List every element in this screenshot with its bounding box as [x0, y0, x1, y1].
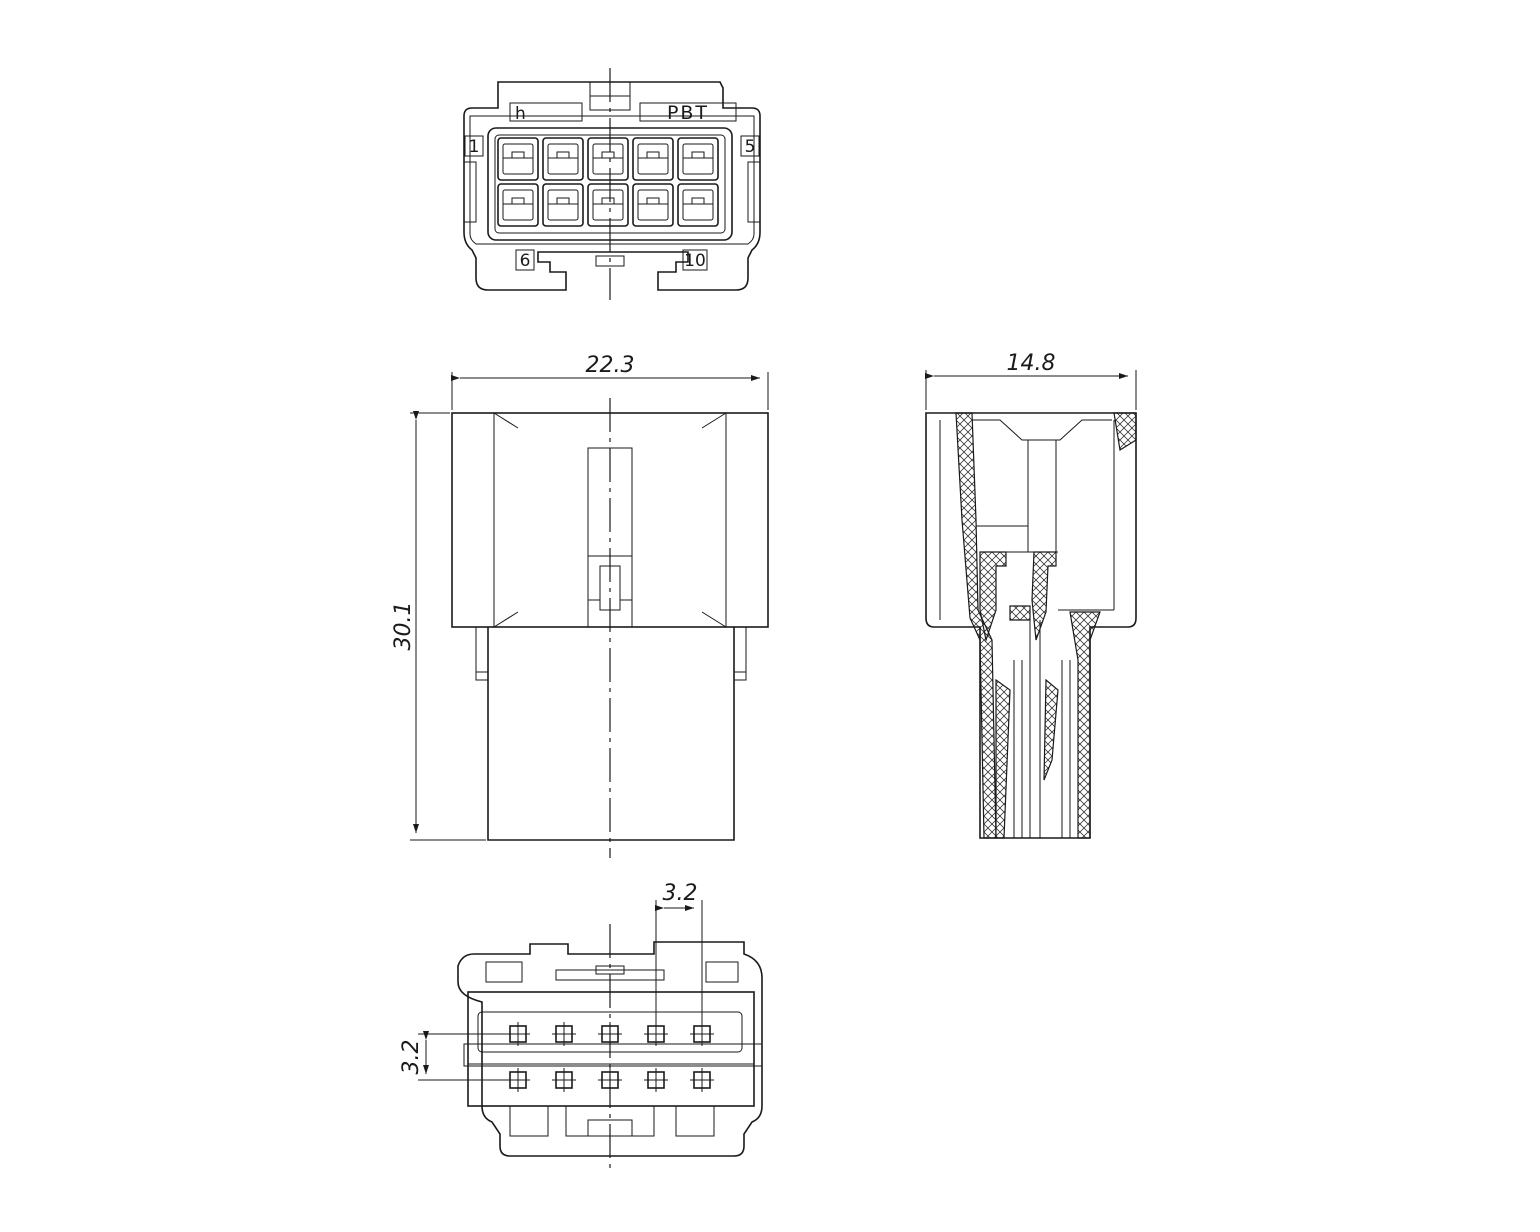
pin-label-1: 1: [469, 137, 480, 157]
dimension-pitch-horizontal: 3.2: [663, 881, 698, 906]
main-view: 22.3 30.1: [391, 353, 769, 858]
cavity-grid: [497, 137, 719, 227]
pin-hole: [552, 1022, 576, 1046]
pin-hole: [690, 1068, 714, 1092]
front-view-outline: [463, 81, 761, 291]
rear-view: 3.2 3.2: [399, 881, 763, 1172]
cavity: [497, 183, 539, 227]
front-view: h PBT 1 5 6 10: [463, 68, 761, 300]
marking-box: [509, 102, 583, 122]
marking-text: h: [515, 104, 526, 124]
cavity: [542, 183, 584, 227]
rear-insert: [467, 991, 755, 1107]
side-section-view: 14.8: [925, 351, 1137, 839]
rear-view-outline: [457, 941, 763, 1157]
dimension-width-side: 14.8: [1007, 351, 1056, 376]
cavity: [587, 183, 629, 227]
cavity: [542, 137, 584, 181]
cavity: [587, 137, 629, 181]
side-view-outline: [925, 412, 1137, 839]
cavity: [677, 137, 719, 181]
material-label: PBT: [667, 102, 709, 124]
pin-label-6: 6: [520, 251, 531, 271]
cavity: [497, 137, 539, 181]
dimension-height-main: 30.1: [391, 602, 416, 651]
dimension-width-main: 22.3: [586, 353, 635, 378]
cavity: [632, 183, 674, 227]
cavity: [677, 183, 719, 227]
material-box: [639, 102, 737, 122]
pin-label-5: 5: [745, 137, 756, 157]
pin-hole: [552, 1068, 576, 1092]
pin-label-10: 10: [684, 251, 706, 271]
dimension-pitch-vertical: 3.2: [399, 1040, 424, 1075]
pin-hole: [644, 1068, 668, 1092]
cavity: [632, 137, 674, 181]
